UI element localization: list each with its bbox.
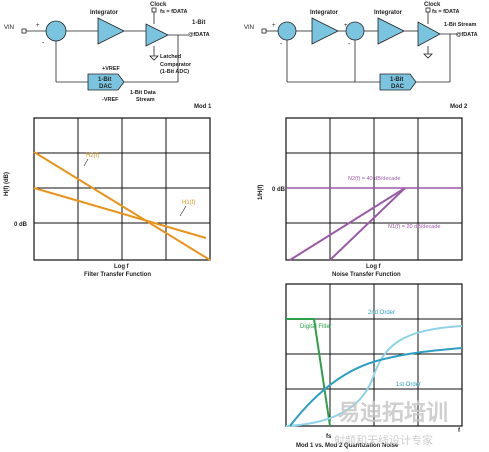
mod2-fs-label: fs = fDATA bbox=[432, 9, 459, 15]
filter-h1-leader bbox=[179, 205, 187, 217]
mod2-dac-block bbox=[379, 73, 417, 91]
mod2-block-diagram: VIN + - Integrator + - Integrator Clock … bbox=[244, 2, 478, 110]
quantization-noise-chart: Digital Filter 2nd Order 1st Order fs f … bbox=[285, 283, 463, 449]
noise-n2-line bbox=[329, 187, 406, 261]
filter-ylabel: H(f) (dB) bbox=[4, 172, 10, 196]
mod1-caption: Mod 1 bbox=[194, 104, 212, 110]
mod1-dac-label2: DAC bbox=[99, 84, 113, 90]
mod2-minus-sign-2: - bbox=[348, 41, 351, 48]
mod2-vin-label: VIN bbox=[244, 25, 254, 31]
mod2-out-rate-label: @fDATA bbox=[456, 32, 478, 38]
watermark-title: 易迪拓培训 bbox=[338, 400, 448, 426]
mod1-block-diagram: VIN + - Integrator Clock fs = fDATA 1-Bi… bbox=[4, 2, 212, 110]
noise-caption: Noise Transfer Function bbox=[332, 272, 401, 278]
mod1-clock-label: Clock bbox=[150, 2, 167, 8]
mod1-input-terminal bbox=[21, 28, 27, 34]
mod2-dac-label2: DAC bbox=[391, 84, 405, 90]
mod2-clock-label: Clock bbox=[424, 2, 441, 8]
watermark: 易迪拓培训 射频和天线设计专家 bbox=[334, 400, 448, 447]
mod1-stream-label2: Stream bbox=[136, 97, 155, 103]
mod1-comparator-label: Comparator bbox=[160, 62, 192, 68]
mod1-vin-label: VIN bbox=[4, 25, 14, 31]
mod1-comparator bbox=[145, 23, 169, 47]
mod1-latched-label: Latched bbox=[160, 54, 181, 60]
qn-xlabel: f bbox=[458, 428, 461, 434]
mod1-plus-sign: + bbox=[36, 23, 40, 29]
noise-xlabel: Log f bbox=[366, 264, 382, 270]
mod2-comparator bbox=[417, 21, 441, 47]
noise-n2-label: N2(f) = 40 dB/decade bbox=[348, 176, 400, 182]
mod1-integrator-triangle bbox=[97, 17, 125, 45]
noise-transfer-chart: N2(f) = 40 dB/decade N1(f) = 20 dB/decad… bbox=[258, 117, 463, 278]
mod2-input-terminal bbox=[261, 28, 267, 34]
mod2-caption: Mod 2 bbox=[450, 104, 468, 110]
qn-digital-filter-label: Digital Filter bbox=[300, 324, 332, 330]
mod1-dac-block bbox=[87, 73, 125, 91]
qn-first-order-curve bbox=[289, 347, 463, 427]
mod1-minus-sign: - bbox=[42, 40, 45, 47]
filter-h2-label: H2(f) bbox=[86, 153, 99, 159]
mod2-plus-sign-1: + bbox=[272, 23, 276, 29]
filter-transfer-chart: H2(f) H1(f) H(f) (dB) 0 dB Log f Filter … bbox=[4, 117, 211, 278]
mod1-ground-icon bbox=[149, 55, 159, 61]
mod1-out-rate-label: @fDATA bbox=[188, 32, 210, 38]
noise-n1-line bbox=[289, 187, 406, 261]
filter-caption: Filter Transfer Function bbox=[84, 272, 151, 278]
mod2-summing-junction-2 bbox=[345, 21, 365, 41]
qn-digital-filter-curve bbox=[286, 318, 331, 427]
qn-second-order-label: 2nd Order bbox=[368, 310, 395, 316]
mod2-integrator2-label: Integrator bbox=[374, 10, 403, 16]
mod2-minus-sign-1: - bbox=[280, 41, 283, 48]
qn-second-order-curve bbox=[285, 325, 463, 427]
mod2-integrator-1 bbox=[311, 17, 339, 45]
noise-zero-db: 0 dB bbox=[272, 187, 286, 193]
mod1-vref-plus: +VREF bbox=[102, 66, 121, 72]
qn-fs-label: fs bbox=[326, 434, 332, 440]
filter-zero-db: 0 dB bbox=[14, 222, 28, 228]
qn-first-order-label: 1st Order bbox=[396, 382, 421, 388]
mod2-integrator1-label: Integrator bbox=[310, 10, 339, 16]
mod2-dac-label: 1-Bit bbox=[390, 77, 403, 83]
mod1-integrator-label: Integrator bbox=[90, 10, 119, 16]
mod2-clock-terminal bbox=[425, 7, 431, 13]
mod2-out-label: 1-Bit Stream bbox=[444, 22, 477, 28]
noise-ylabel: 1/H(f) bbox=[258, 185, 264, 200]
mod2-summing-junction-1 bbox=[277, 21, 297, 41]
qn-caption: Mod 1 vs. Mod 2 Quantization Noise bbox=[296, 443, 399, 449]
filter-xlabel: Log f bbox=[114, 264, 130, 270]
mod1-adc-label: (1-Bit ADC) bbox=[160, 69, 189, 75]
filter-h2-line bbox=[33, 151, 211, 261]
mod1-dac-label: 1-Bit bbox=[98, 77, 111, 83]
mod2-plus-sign-2: + bbox=[344, 23, 348, 29]
noise-n1-label: N1(f) = 20 dB/decade bbox=[388, 224, 440, 230]
filter-h2-leader bbox=[83, 158, 89, 167]
mod2-ground-icon bbox=[423, 53, 433, 59]
mod1-clock-terminal bbox=[151, 7, 157, 13]
mod1-out-label: 1-Bit bbox=[192, 20, 205, 26]
watermark-subtitle: 射频和天线设计专家 bbox=[334, 433, 433, 447]
filter-h1-line bbox=[33, 187, 207, 239]
mod2-integrator-2 bbox=[377, 17, 405, 45]
mod1-summing-junction bbox=[45, 20, 67, 42]
mod1-stream-label: 1-Bit Data bbox=[130, 90, 157, 96]
filter-h1-label: H1(f) bbox=[182, 200, 195, 206]
mod1-fs-label: fs = fDATA bbox=[160, 9, 187, 15]
mod1-vref-minus: -VREF bbox=[102, 97, 119, 103]
